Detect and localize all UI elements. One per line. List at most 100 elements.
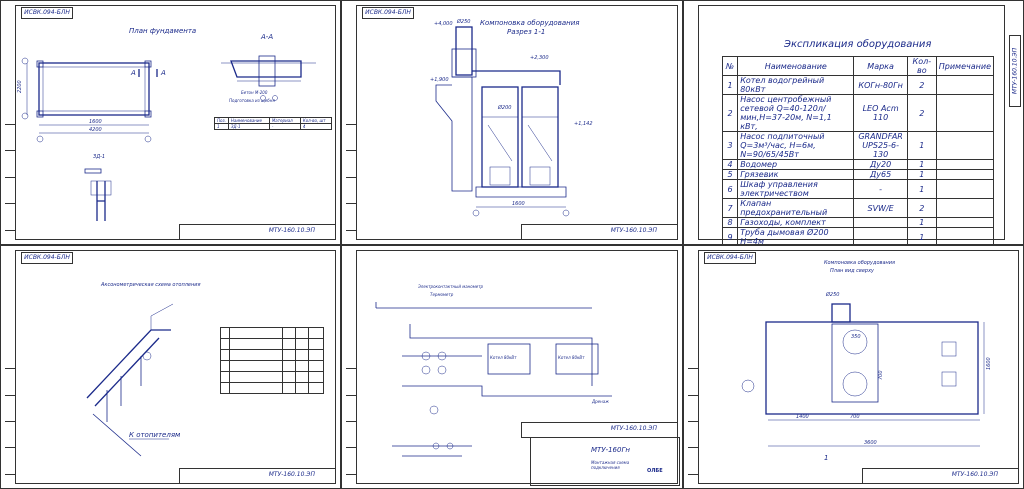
section-aa: А-А <box>260 33 273 41</box>
spec-header-name: Наименование <box>737 56 855 76</box>
table-cell: - <box>268 123 301 130</box>
table-cell: 4 <box>299 123 332 130</box>
spec-cell-note <box>935 227 995 244</box>
spec-cell-name: Грязевик <box>737 169 855 180</box>
spec-cell-n: 1 <box>721 75 739 95</box>
foundation-table: Поз. Наименование Материал Кол-во, шт 1 … <box>214 117 332 130</box>
side-code-label: МТУ-160.10.ЭП <box>1009 35 1021 107</box>
spec-cell-note <box>935 179 995 199</box>
spec-cell-n: 2 <box>721 94 739 132</box>
spec-cell-note <box>935 94 995 132</box>
axon-table <box>220 327 324 394</box>
spec-cell-name: Труба дымовая Ø200 Н=4м <box>737 227 855 244</box>
stamp-label: ИСВК.094-БЛН <box>21 252 73 264</box>
spec-cell-qty: 1 <box>906 217 937 228</box>
gauge-label: Электроконтактный манометр <box>417 284 484 289</box>
title-block: МТУ-160.10.ЭП <box>521 224 678 240</box>
spec-cell-name: Клапан предохранительный <box>737 198 855 218</box>
table-cell: ЗД-1 <box>227 123 270 130</box>
spec-cell-mark: - <box>853 179 908 199</box>
diam-250: Ø250 <box>456 18 470 25</box>
spec-cell-name: Шкаф управления электричеством <box>737 179 855 199</box>
sheet-plan-view: ИСВК.094-БЛН Компоновка оборудования Пла… <box>683 245 1024 489</box>
spec-cell-name: Котел водогрейный 80кВт <box>737 75 855 95</box>
table-cell: 1 <box>214 123 229 130</box>
axon-title: Аксонометрическая схема отопления <box>100 282 201 288</box>
spec-cell-n: 8 <box>721 217 739 228</box>
spec-cell-mark: Ду65 <box>853 169 908 180</box>
spec-cell-qty: 1 <box>906 159 937 170</box>
boiler-1-label: Котел 80кВт <box>490 355 517 360</box>
spec-cell-note <box>935 198 995 218</box>
spec-cell-n: 6 <box>721 179 739 199</box>
elev-4000: +4,000 <box>434 21 453 27</box>
plan-drawing: Компоновка оборудования План вид сверху … <box>741 260 992 462</box>
sheet-equipment-section: ИСВК.094-БЛН Компоновка оборудования Раз… <box>341 0 683 245</box>
to-heaters-label: К отопителям <box>129 431 181 439</box>
spec-cell-name: Насос подпиточный Q=3м³/час, Н=6м, N=90/… <box>737 131 855 160</box>
spec-cell-note <box>935 169 995 180</box>
side-strip <box>5 98 16 240</box>
spec-cell-n: 3 <box>721 131 739 160</box>
scheme-title-block: МТУ-160Гн Монтажная схема подключения ОЛ… <box>530 437 680 486</box>
title-block: МТУ-160.10.ЭП <box>179 224 336 240</box>
spec-cell-qty: 1 <box>906 169 937 180</box>
drawing-code: МТУ-160.10.ЭП <box>268 471 315 478</box>
spec-cell-name: Водомер <box>737 159 855 170</box>
dim-4200: 4200 <box>89 127 102 133</box>
spec-cell-mark <box>853 227 908 244</box>
title-block: МТУ-160.10.ЭП <box>179 468 336 484</box>
spec-cell-qty: 2 <box>906 198 937 218</box>
drawing-code: МТУ-160.10.ЭП <box>610 227 657 234</box>
title-block: МТУ-160.10.ЭП <box>521 422 678 438</box>
plan-title: Компоновка оборудования <box>824 260 895 266</box>
plan-dim-3600: 3600 <box>864 440 877 446</box>
spec-cell-qty: 1 <box>906 131 937 160</box>
spec-header-row: № Наименование Марка Кол-во Примечание <box>721 56 995 76</box>
spec-cell-mark: КОГн-80Гн <box>853 75 908 95</box>
spec-header-n: № <box>721 56 739 76</box>
axonometric-drawing: Аксонометрическая схема отопления К отоп… <box>86 282 201 457</box>
spec-cell-n: 4 <box>721 159 739 170</box>
scheme-title-text: Монтажная схема подключения <box>591 460 630 470</box>
side-strip <box>346 98 357 240</box>
spec-cell-n: 5 <box>721 169 739 180</box>
scheme-title-code: МТУ-160Гн <box>591 446 630 454</box>
spec-cell-note <box>935 131 995 160</box>
thermometer-label: Термометр <box>430 292 454 297</box>
elev-1900: +1,900 <box>430 77 449 83</box>
spec-cell-qty: 2 <box>906 75 937 95</box>
spec-cell-name: Газоходы, комплект <box>737 217 855 228</box>
spec-header-note: Примечание <box>935 56 995 76</box>
drawing-code: МТУ-160.10.ЭП <box>268 227 315 234</box>
dim-1600: 1600 <box>89 119 102 125</box>
scheme-drawing: Электроконтактный манометр Термометр Кот… <box>375 284 612 457</box>
drawing-code: МТУ-160.10.ЭП <box>951 471 998 478</box>
spec-cell-name: Насос центробежный сетевой Q=40-120л/мин… <box>737 94 855 132</box>
spec-cell-mark <box>853 217 908 228</box>
plan-dim-1600: 1600 <box>986 357 992 370</box>
spec-header-mark: Марка <box>853 56 908 76</box>
spec-cell-note <box>935 75 995 95</box>
prep-label: Подготовка из щебня <box>229 98 275 103</box>
sheet-foundation-plan: ИСВК.094-БЛН План фундамента 1600 4200 2… <box>0 0 341 245</box>
diam-200: Ø200 <box>497 104 511 111</box>
foundation-title: План фундамента <box>129 27 196 35</box>
dim-1600: 1600 <box>512 201 525 207</box>
spec-cell-qty: 1 <box>906 179 937 199</box>
title-block: МТУ-160.10.ЭП <box>862 468 1019 484</box>
spec-table: № Наименование Марка Кол-во Примечание 1… <box>721 56 995 244</box>
plan-subtitle: План вид сверху <box>830 268 875 274</box>
spec-cell-mark: Ду20 <box>853 159 908 170</box>
plan-section-mark: 1 <box>824 454 828 462</box>
spec-cell-n: 7 <box>721 198 739 218</box>
section-subtitle: Разрез 1-1 <box>507 28 545 36</box>
sheet-axonometric: ИСВК.094-БЛН Аксонометрическая схема ото… <box>0 245 341 489</box>
